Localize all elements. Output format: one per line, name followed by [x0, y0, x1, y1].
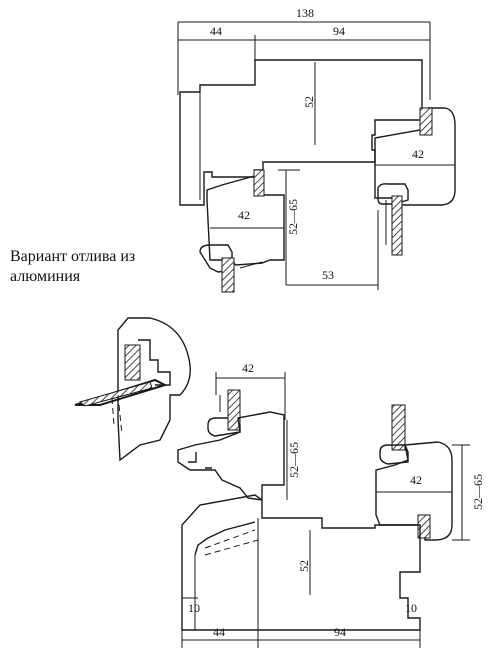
top-right-sash-width-label: 42	[412, 147, 424, 161]
bottom-frame-outline	[181, 494, 421, 631]
bottom-left-sash	[177, 411, 285, 501]
aluminium-drip-detail	[74, 317, 191, 462]
top-inner-height-label: 52	[302, 96, 316, 108]
bottom-right-sash-height-label: 52—65	[471, 474, 485, 510]
bottom-section: 42 52—65 42 52—65 52 10	[177, 361, 485, 648]
top-left-seal	[253, 169, 265, 197]
top-section: 138 44 94 52 42 42 52—65 53	[177, 6, 456, 293]
detail-inner-notch	[138, 339, 171, 386]
top-right-seal	[419, 107, 433, 136]
bottom-left-sash-height-label: 52—65	[287, 442, 301, 478]
caption-line-2: алюминия	[10, 268, 81, 285]
top-dimension-lines	[177, 21, 431, 100]
bottom-right-glass	[391, 404, 406, 451]
top-sill-offset-label: 53	[322, 268, 334, 282]
top-total-width-label: 138	[296, 6, 314, 20]
bottom-left-sash-inner	[188, 452, 212, 469]
top-left-width-label: 44	[210, 24, 222, 38]
detail-seal	[124, 344, 141, 381]
bottom-right-width-label: 94	[334, 625, 346, 639]
caption-line-1: Вариант отлива из	[10, 248, 136, 265]
top-right-glass	[391, 195, 403, 256]
top-left-glass	[221, 257, 235, 293]
detail-frame-outline	[117, 317, 191, 462]
drip-variant-caption: Вариант отлива из алюминия	[10, 247, 135, 287]
top-sash-height-label: 52—65	[286, 199, 300, 235]
bottom-left-margin-label: 10	[188, 601, 200, 615]
top-left-sash-width-label: 42	[238, 208, 250, 222]
detail-drip-hatch	[78, 381, 153, 407]
top-right-bead	[377, 183, 409, 205]
bottom-right-sash-width-label: 42	[410, 473, 422, 487]
top-right-sash	[374, 107, 456, 206]
bottom-right-seal	[417, 514, 431, 539]
bottom-left-sash-width-label: 42	[242, 361, 254, 375]
bottom-left-width-label: 44	[213, 625, 225, 639]
bottom-right-margin-label: 10	[405, 601, 417, 615]
bottom-frame-inner	[194, 521, 256, 556]
bottom-inner-height-label: 52	[297, 560, 311, 572]
top-right-width-label: 94	[333, 24, 345, 38]
